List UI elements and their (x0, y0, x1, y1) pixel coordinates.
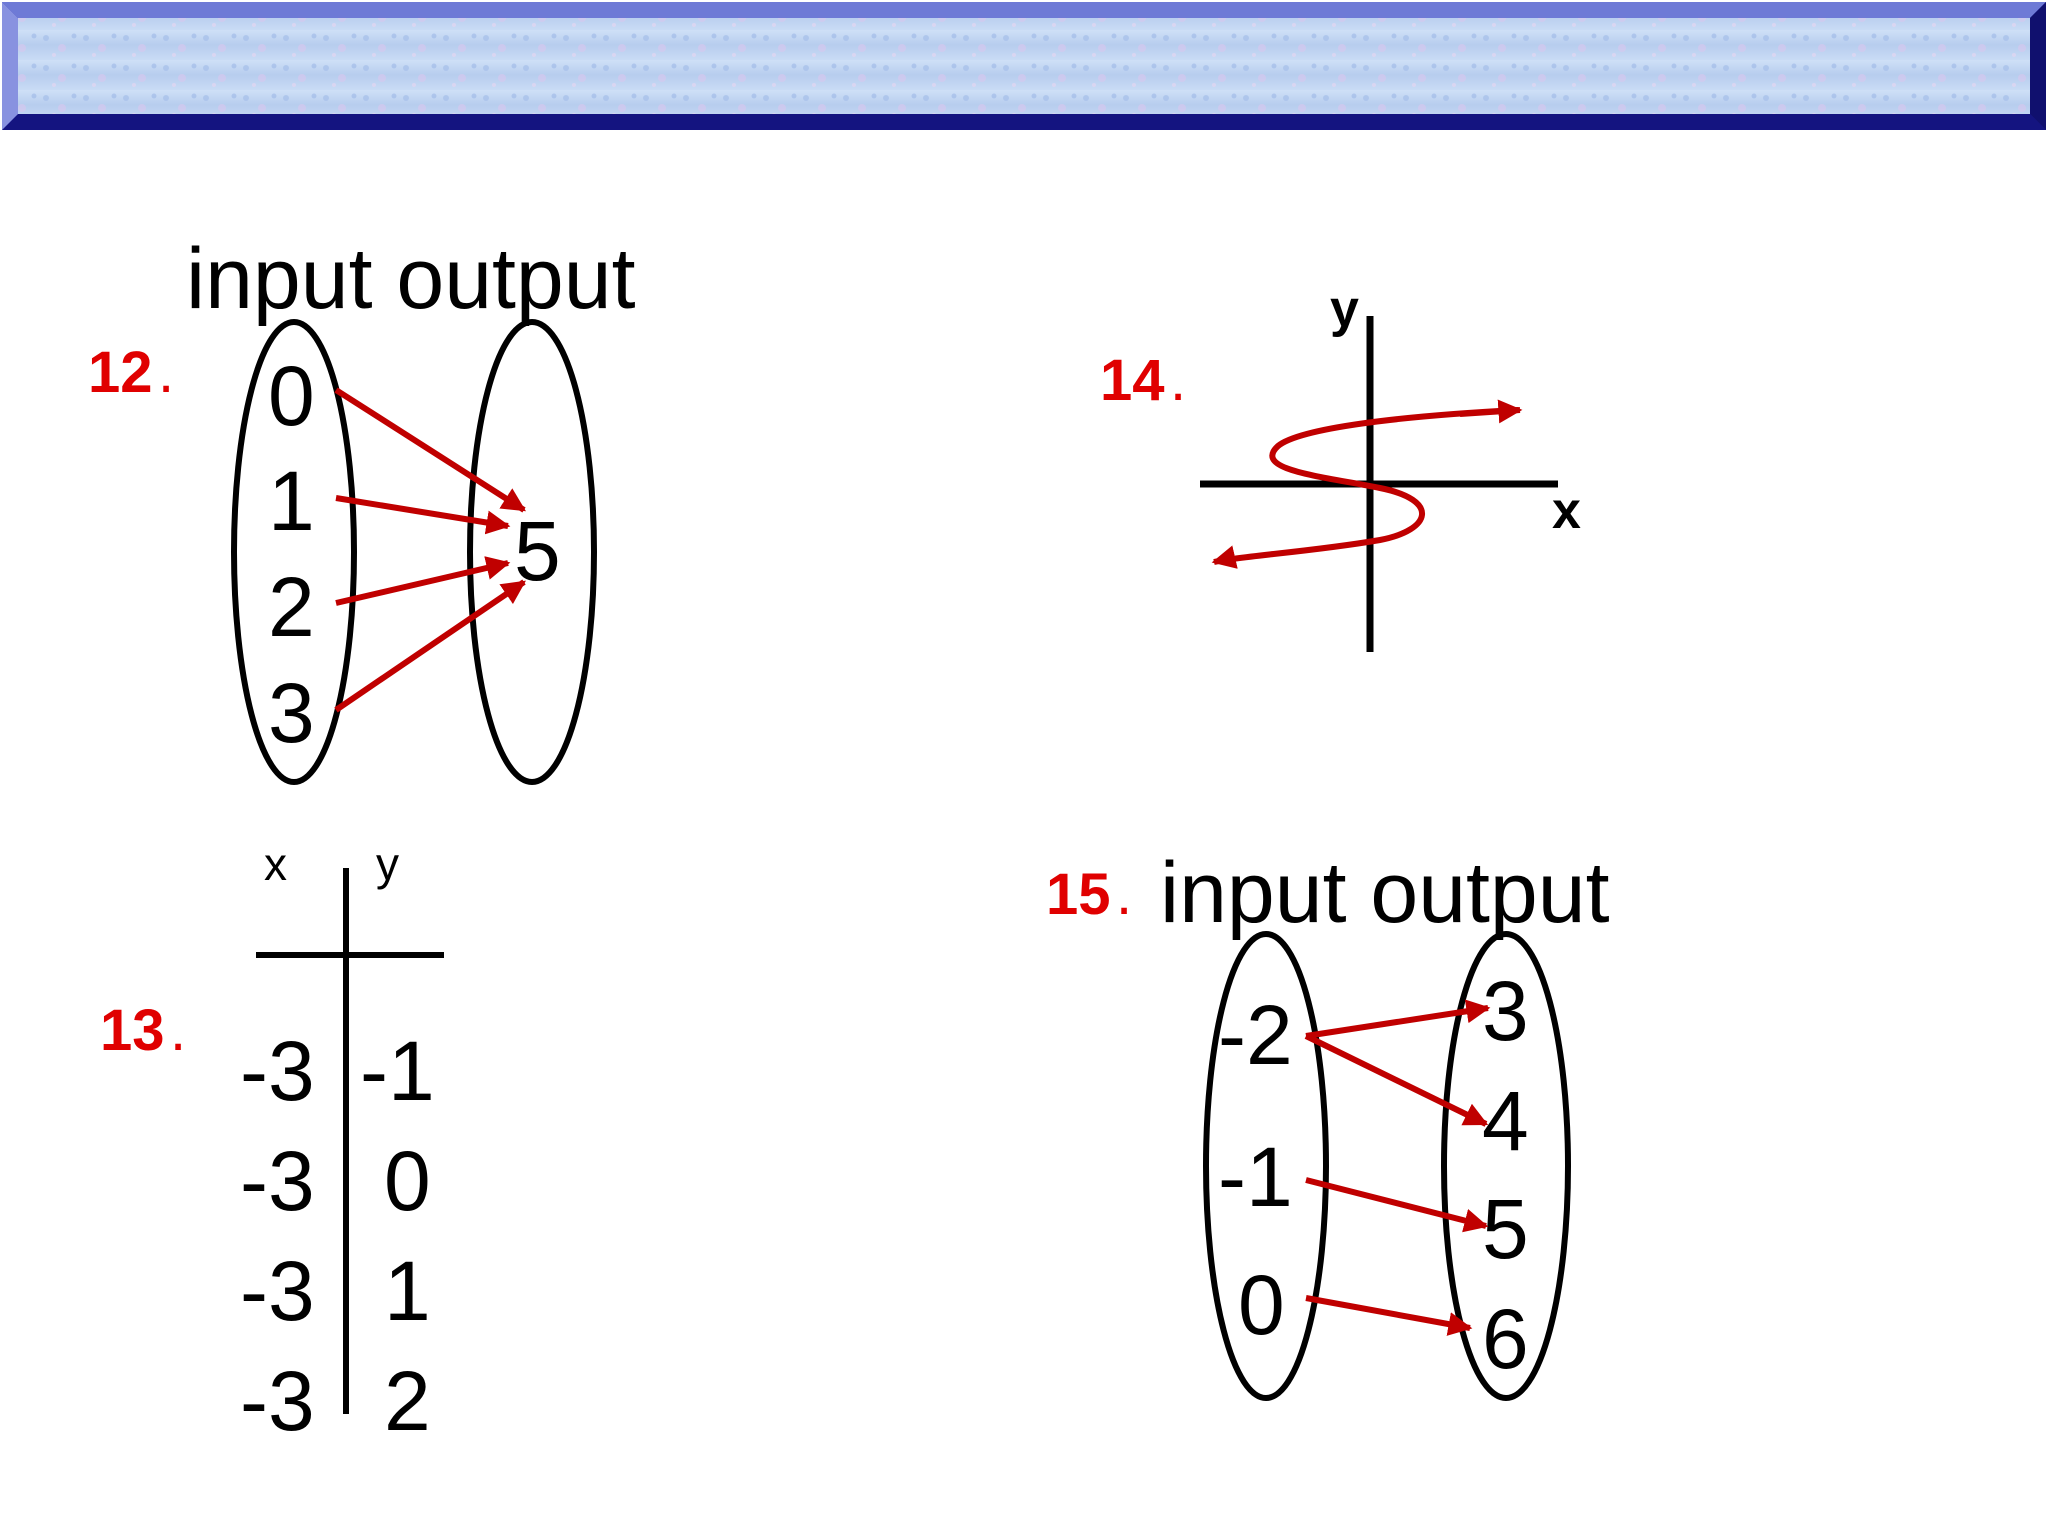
table-cell-y: 1 (384, 1244, 431, 1338)
input-value: 0 (268, 349, 315, 443)
output-oval (467, 319, 597, 785)
title-banner (2, 2, 2046, 130)
problem-14: 14 . x y (1100, 280, 1581, 652)
input-oval (1203, 931, 1329, 1401)
problem-15: 15 . input output -2 -1 0 3 4 5 6 (1046, 845, 1610, 1401)
output-value: 5 (1482, 1182, 1529, 1276)
input-value: 1 (268, 454, 315, 548)
table-header-y: y (376, 838, 399, 890)
table-cell-y: 2 (384, 1354, 431, 1448)
input-value: 3 (268, 666, 315, 760)
table-cell-x: -3 (240, 1354, 315, 1448)
x-axis-label: x (1552, 482, 1581, 540)
output-value: 3 (1482, 964, 1529, 1058)
input-value: -2 (1218, 988, 1293, 1082)
problem-14-dot: . (1170, 348, 1186, 413)
output-oval (1441, 931, 1571, 1401)
problem-12: 12 . input output 0 1 2 3 5 (88, 231, 636, 785)
input-value: 2 (268, 560, 315, 654)
table-cell-y: 0 (384, 1134, 431, 1228)
mapping-arrow (1305, 1295, 1473, 1336)
mapping-arrow (334, 579, 526, 713)
problem-15-header: input output (1160, 845, 1610, 941)
problem-12-dot: . (158, 340, 174, 405)
table-cell-x: -3 (240, 1134, 315, 1228)
table-cell-x: -3 (240, 1024, 315, 1118)
curve-arrow-head (1459, 399, 1523, 424)
mapping-arrow (335, 495, 511, 535)
problem-12-number: 12 (88, 340, 153, 405)
relation-curve (1211, 407, 1519, 569)
mapping-arrow (1305, 999, 1491, 1039)
table-cell-y: -1 (360, 1024, 435, 1118)
problem-15-number: 15 (1046, 862, 1111, 927)
problem-13: 13 . x y -3 -1 -3 0 -3 1 -3 2 (100, 838, 444, 1448)
problem-12-header: input output (186, 231, 636, 327)
problem-15-dot: . (1116, 862, 1132, 927)
output-value: 6 (1482, 1292, 1529, 1386)
mapping-arrow (1304, 1033, 1489, 1127)
mapping-arrow (335, 556, 511, 606)
input-value: 0 (1238, 1258, 1285, 1352)
input-value: -1 (1218, 1130, 1293, 1224)
input-oval (231, 319, 357, 785)
problem-13-dot: . (170, 998, 186, 1063)
output-value: 4 (1482, 1074, 1529, 1168)
y-axis-label: y (1330, 280, 1359, 338)
mapping-arrow (1305, 1177, 1489, 1233)
table-cell-x: -3 (240, 1244, 315, 1338)
problem-13-number: 13 (100, 998, 165, 1063)
table-header-x: x (264, 838, 287, 890)
problem-14-number: 14 (1100, 348, 1165, 413)
mapping-arrow (334, 387, 527, 513)
